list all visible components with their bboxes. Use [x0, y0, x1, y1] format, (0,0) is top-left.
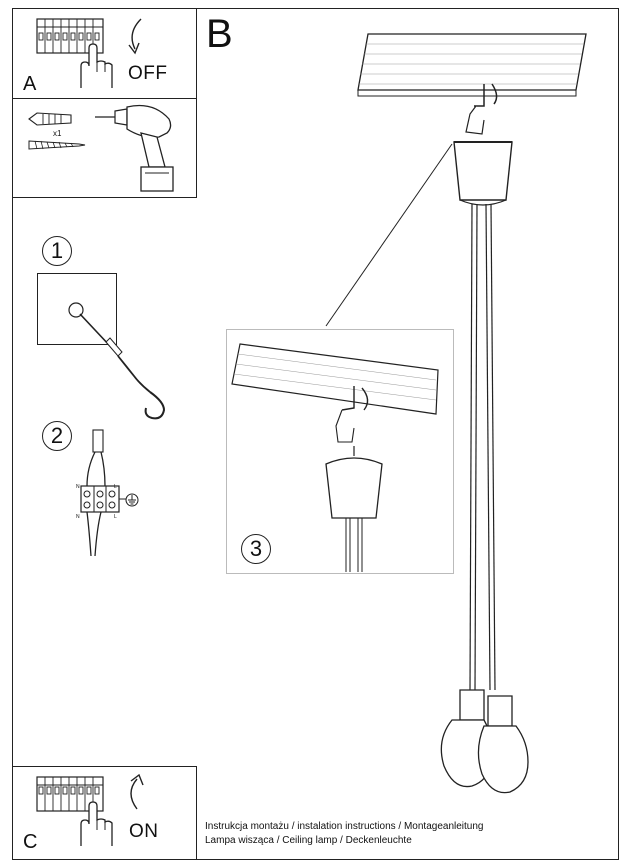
hand-icon [80, 801, 113, 846]
caption-line-2: Lampa wisząca / Ceiling lamp / Deckenleu… [205, 835, 412, 846]
step-1-ceiling-box [37, 273, 117, 345]
step-3-badge: 3 [241, 534, 271, 564]
ground-icon [125, 493, 139, 507]
hook-icon [335, 386, 369, 443]
tools-panel: x1 [12, 98, 197, 198]
inset-detail-3 [226, 329, 454, 574]
wall-plug-icon [28, 112, 72, 126]
detail-leader-line [325, 143, 453, 327]
page-frame [12, 8, 619, 860]
step-1-badge: 1 [42, 236, 72, 266]
circuit-breaker-icon [36, 18, 104, 54]
panel-b-letter: B [206, 12, 233, 56]
wiring-n-top: N [76, 484, 80, 490]
drill-icon [95, 104, 174, 192]
step-2-badge: 2 [42, 421, 72, 451]
circuit-breaker-icon [36, 776, 104, 812]
wiring-n-bottom: N [76, 514, 80, 520]
ceiling-plate-icon [231, 343, 439, 415]
lamp-icon [325, 446, 383, 572]
anchor-count: x1 [53, 129, 62, 138]
caption-line-1: Instrukcja montażu / instalation instruc… [205, 821, 484, 832]
hook-icon [68, 302, 166, 420]
wiring-l-top: L [114, 484, 117, 490]
arrow-down-icon [128, 18, 142, 55]
on-label: ON [129, 821, 159, 842]
off-label: OFF [128, 63, 168, 84]
lamp-icon [440, 141, 529, 794]
panel-c: C ON [12, 766, 197, 860]
hook-icon [465, 83, 498, 135]
ceiling-plate-icon [357, 33, 587, 97]
wiring-l-bottom: L [114, 514, 117, 520]
terminal-block-icon [80, 429, 127, 557]
screw-icon [28, 140, 86, 150]
hand-icon [80, 43, 113, 88]
panel-a-letter: A [23, 73, 37, 95]
panel-a: A OFF [12, 8, 197, 100]
panel-c-letter: C [23, 831, 38, 853]
arrow-up-icon [130, 773, 144, 810]
